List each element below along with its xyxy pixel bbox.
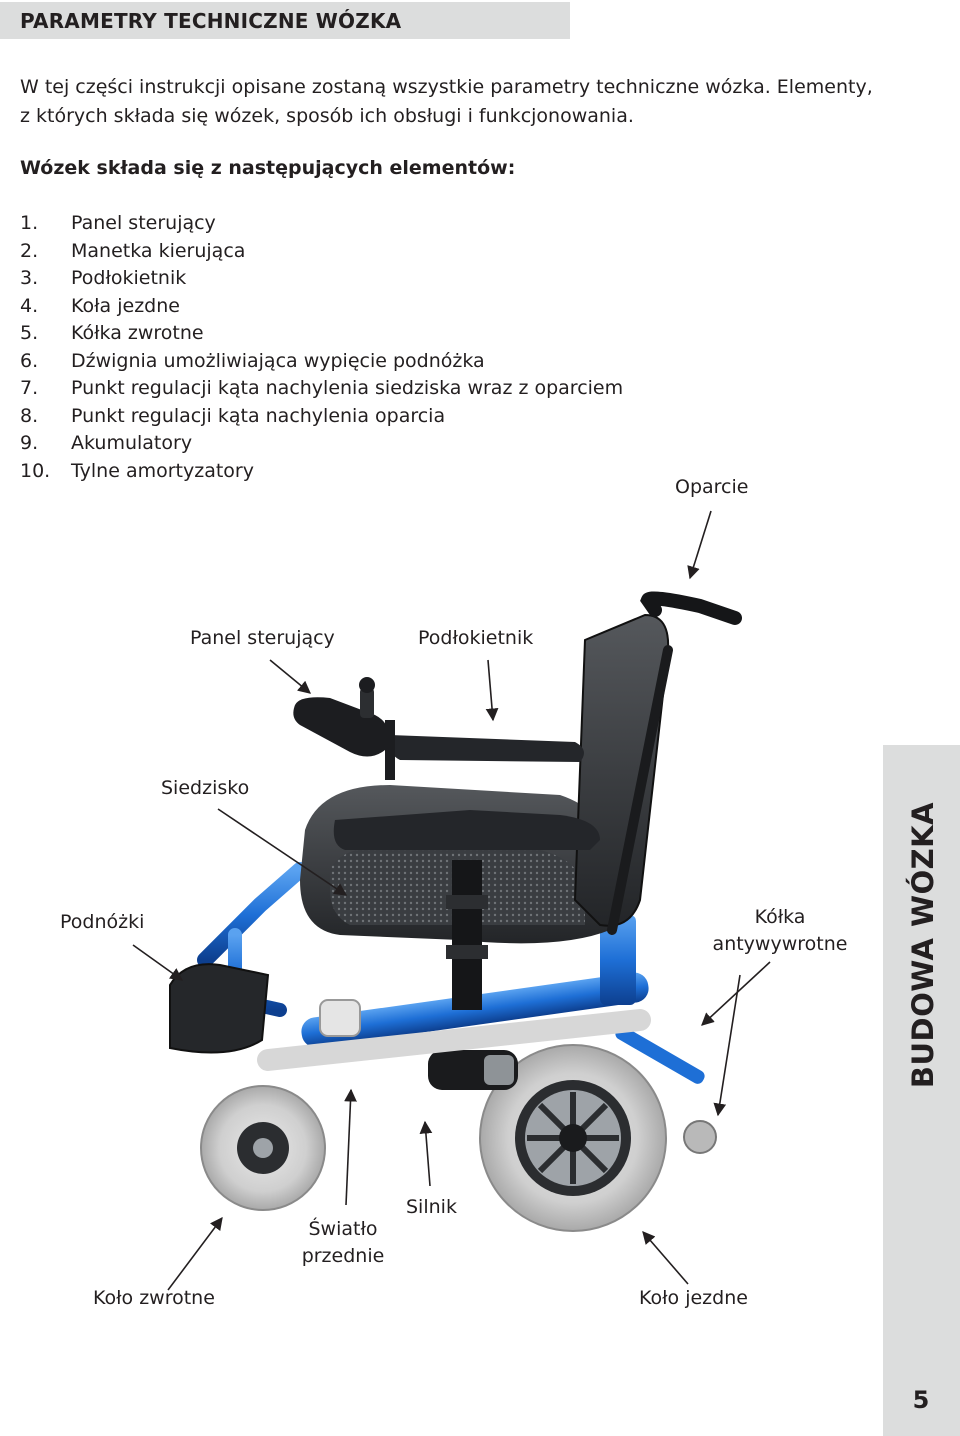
front-light bbox=[319, 999, 361, 1037]
list-item-number: 7. bbox=[20, 377, 39, 399]
seat-post-collar-lower bbox=[446, 945, 488, 959]
list-item-text: Kółka zwrotne bbox=[71, 322, 204, 344]
backrest bbox=[573, 591, 742, 935]
list-item: 3. Podłokietnik bbox=[20, 265, 623, 293]
list-item-number: 2. bbox=[20, 239, 39, 262]
list-item-text: Dźwignia umożliwiająca wypięcie podnóżka bbox=[71, 349, 485, 372]
list-item: 2. Manetka kierująca bbox=[20, 238, 623, 266]
list-item-number: 8. bbox=[20, 404, 39, 427]
list-item-text: Manetka kierująca bbox=[71, 239, 246, 262]
list-item: 7. Punkt regulacji kąta nachylenia siedzi… bbox=[20, 375, 623, 403]
footrest bbox=[169, 963, 270, 1054]
list-item-number: 9. bbox=[20, 432, 39, 454]
label-kolka-line-2: antywywrotne bbox=[712, 933, 848, 955]
seat-post-collar bbox=[446, 895, 488, 909]
wheelchair-photo bbox=[169, 591, 742, 1232]
chapter-sidebar bbox=[883, 745, 960, 1436]
section-header-bar bbox=[0, 2, 570, 39]
intro-paragraph: W tej części instrukcji opisane zostaną … bbox=[20, 73, 900, 131]
label-siedzisko: Siedzisko bbox=[161, 777, 250, 799]
anti-tip-bar bbox=[615, 1026, 705, 1084]
list-item-text: Panel sterujący bbox=[71, 212, 216, 234]
list-item: 4. Koła jezdne bbox=[20, 293, 623, 321]
front-castor-wheel bbox=[200, 1085, 326, 1211]
list-item-text: Koła jezdne bbox=[71, 294, 180, 317]
list-item-text: Punkt regulacji kąta nachylenia siedzisk… bbox=[71, 377, 624, 399]
list-item: 9. Akumulatory bbox=[20, 430, 623, 458]
label-kolo-jezdne: Koło jezdne bbox=[639, 1287, 748, 1309]
arrow-siedzisko bbox=[217, 808, 348, 896]
seat-post bbox=[452, 860, 482, 1010]
callout-arrows bbox=[132, 510, 771, 1291]
arrow-kolka-1 bbox=[701, 961, 771, 1026]
label-swiatlo-line-1: Światło bbox=[308, 1218, 378, 1240]
intro-line-2: z których składa się wózek, sposób ich o… bbox=[20, 105, 634, 127]
control-panel bbox=[293, 677, 395, 780]
intro-line-1: W tej części instrukcji opisane zostaną … bbox=[20, 76, 873, 98]
list-item-text: Akumulatory bbox=[71, 432, 193, 454]
list-item-number: 4. bbox=[20, 294, 39, 317]
page-number: 5 bbox=[912, 1386, 930, 1414]
list-item: 5. Kółka zwrotne bbox=[20, 320, 623, 348]
arrow-oparcie bbox=[687, 510, 712, 580]
armrest-front bbox=[333, 810, 600, 850]
list-item: 1. Panel sterujący bbox=[20, 210, 623, 238]
arrow-panel bbox=[269, 659, 311, 694]
list-item: 8. Punkt regulacji kąta nachylenia oparci… bbox=[20, 403, 623, 431]
motor-cap bbox=[484, 1055, 514, 1085]
list-item-number: 6. bbox=[20, 349, 39, 372]
label-kolka-antywywrotne: Kółka antywywrotne bbox=[700, 904, 860, 958]
arrow-podnozki bbox=[132, 944, 184, 981]
arrow-swiatlo bbox=[344, 1088, 357, 1206]
label-oparcie: Oparcie bbox=[675, 476, 749, 498]
label-podlokietnik: Podłokietnik bbox=[418, 627, 534, 649]
arrow-kolka-2 bbox=[713, 974, 741, 1117]
arrow-kolo-zwrotne bbox=[167, 1216, 223, 1291]
list-item: 10. Tylne amortyzatory bbox=[20, 458, 623, 486]
label-kolo-zwrotne: Koło zwrotne bbox=[93, 1287, 215, 1309]
label-swiatlo-line-2: przednie bbox=[301, 1245, 385, 1267]
anti-tip-wheel bbox=[683, 1120, 717, 1154]
label-kolka-line-1: Kółka bbox=[754, 906, 806, 928]
list-item-number: 1. bbox=[20, 212, 39, 234]
label-podnozki: Podnóżki bbox=[60, 911, 145, 933]
section-title: PARAMETRY TECHNICZNE WÓZKA bbox=[20, 9, 402, 33]
label-panel-sterujacy: Panel sterujący bbox=[190, 627, 335, 649]
list-item-number: 5. bbox=[20, 322, 39, 344]
label-silnik: Silnik bbox=[406, 1196, 457, 1218]
list-item-text: Podłokietnik bbox=[71, 267, 187, 289]
elements-list: 1. Panel sterujący 2. Manetka kierująca 3.… bbox=[20, 210, 623, 485]
arrow-kolo-jezdne bbox=[642, 1231, 689, 1285]
list-item-number: 10. bbox=[20, 459, 51, 482]
armrest-rear bbox=[388, 735, 584, 762]
drive-wheel bbox=[479, 1044, 667, 1232]
chapter-title: BUDOWA WÓZKA bbox=[906, 801, 940, 1089]
arrow-silnik bbox=[419, 1120, 433, 1187]
list-item-number: 3. bbox=[20, 267, 39, 289]
elements-subheading: Wózek składa się z następujących element… bbox=[20, 157, 516, 179]
list-item-text: Punkt regulacji kąta nachylenia oparcia bbox=[71, 404, 446, 427]
list-item-text: Tylne amortyzatory bbox=[71, 459, 254, 482]
arrow-podlokietnik bbox=[485, 659, 499, 722]
list-item: 6. Dźwignia umożliwiająca wypięcie podnóż… bbox=[20, 348, 623, 376]
label-swiatlo-przednie: Światło przednie bbox=[293, 1216, 393, 1270]
